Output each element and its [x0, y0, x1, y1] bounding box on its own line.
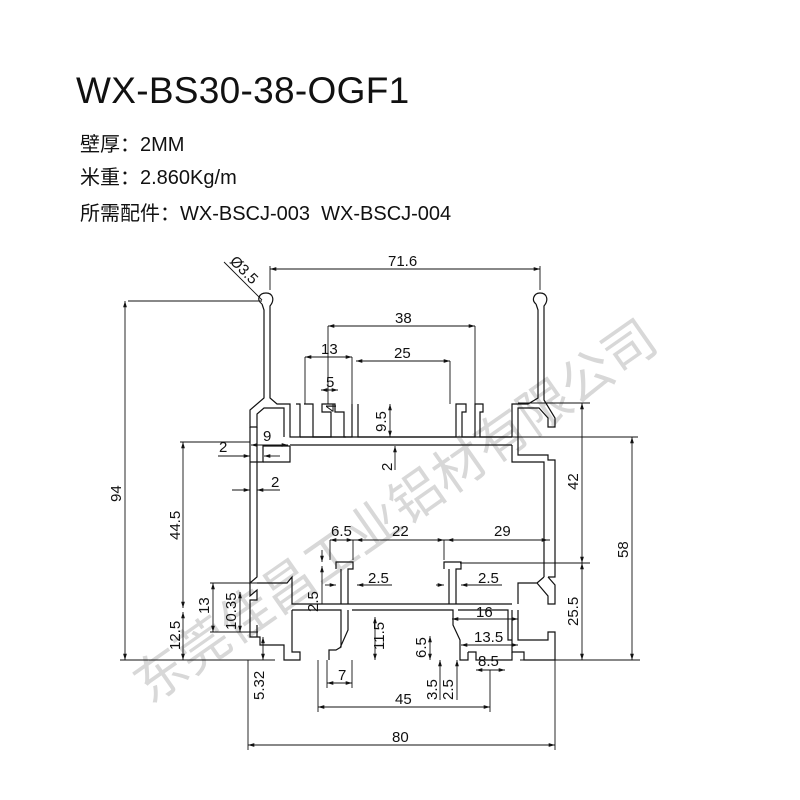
inner-t-right [443, 561, 462, 604]
left-rod-inner [249, 303, 285, 437]
right-wall [517, 437, 556, 578]
accessories-spec: 所需配件：WX-BSCJ-003 WX-BSCJ-004 [80, 197, 451, 226]
dim-58: 58 [615, 541, 632, 558]
left-lower-box [249, 575, 512, 661]
watermark-text: 东莞佳昌工业铝材有限公司 [123, 309, 669, 716]
dim-2-5-vertical: 2.5 [305, 591, 322, 612]
dim-16: 16 [476, 604, 493, 621]
dim-9: 9 [263, 428, 271, 445]
right-lower [511, 576, 556, 661]
dim-38: 38 [395, 310, 412, 327]
dim-3-5: 3.5 [424, 679, 441, 700]
dim-94: 94 [108, 485, 125, 502]
dim-4: 4 [323, 404, 340, 412]
dim-45: 45 [395, 691, 412, 708]
dim-13-5: 13.5 [474, 629, 503, 646]
dim-9-5: 9.5 [373, 411, 390, 432]
dim-10-35: 10.35 [223, 592, 240, 630]
dim-7: 7 [338, 667, 346, 684]
weight-value: 2.860Kg/m [140, 167, 237, 189]
dim-2-left-top: 2 [219, 439, 227, 456]
dim-25: 25 [394, 345, 411, 362]
dim-6-5-top: 6.5 [331, 523, 352, 540]
dim-2-left-wall: 2 [271, 474, 279, 491]
dim-11-5: 11.5 [371, 622, 388, 650]
dim-5: 5 [326, 374, 334, 391]
bottom-web [292, 609, 512, 661]
dim-top-width: 71.6 [388, 253, 417, 270]
dimension-labels: Ø3.5 71.6 38 13 25 5 4 9.5 9 2 2 2 94 44… [108, 253, 632, 746]
wall-thickness-spec: 壁厚：2MM [80, 128, 184, 157]
bottom-slot-right [468, 651, 513, 661]
right-wall-inner [511, 445, 545, 577]
dim-25-5: 25.5 [565, 597, 582, 626]
right-rod-inner [511, 303, 539, 437]
dim-80: 80 [392, 729, 409, 746]
inner-t-left [335, 561, 354, 604]
left-rod [258, 292, 301, 438]
dim-13-left: 13 [196, 597, 213, 614]
dim-diameter: Ø3.5 [226, 253, 261, 288]
dim-2-5-bottom: 2.5 [440, 679, 457, 700]
dim-42: 42 [565, 473, 582, 490]
dim-8-5: 8.5 [478, 653, 499, 670]
dim-2-top-wall: 2 [379, 463, 396, 471]
dim-5-32: 5.32 [251, 671, 268, 700]
dim-22: 22 [392, 523, 409, 540]
right-rod [517, 292, 556, 437]
product-title: WX-BS30-38-OGF1 [76, 70, 410, 111]
wall-thickness-label: 壁厚： [80, 134, 140, 156]
dim-44-5: 44.5 [167, 511, 184, 540]
accessories-label: 所需配件： [80, 203, 180, 225]
accessories-value: WX-BSCJ-003 WX-BSCJ-004 [180, 203, 452, 225]
weight-label: 米重： [80, 167, 140, 189]
weight-spec: 米重：2.860Kg/m [80, 161, 237, 190]
dim-29: 29 [494, 523, 511, 540]
wall-thickness-value: 2MM [140, 134, 185, 156]
dim-12-5: 12.5 [167, 621, 184, 650]
dim-2-5-left-t: 2.5 [368, 570, 389, 587]
dim-13: 13 [321, 341, 338, 358]
left-wall-inner [263, 446, 291, 463]
dim-6-5-side: 6.5 [413, 637, 430, 658]
dimension-lines [120, 261, 640, 750]
dim-2-5-right-t: 2.5 [478, 570, 499, 587]
